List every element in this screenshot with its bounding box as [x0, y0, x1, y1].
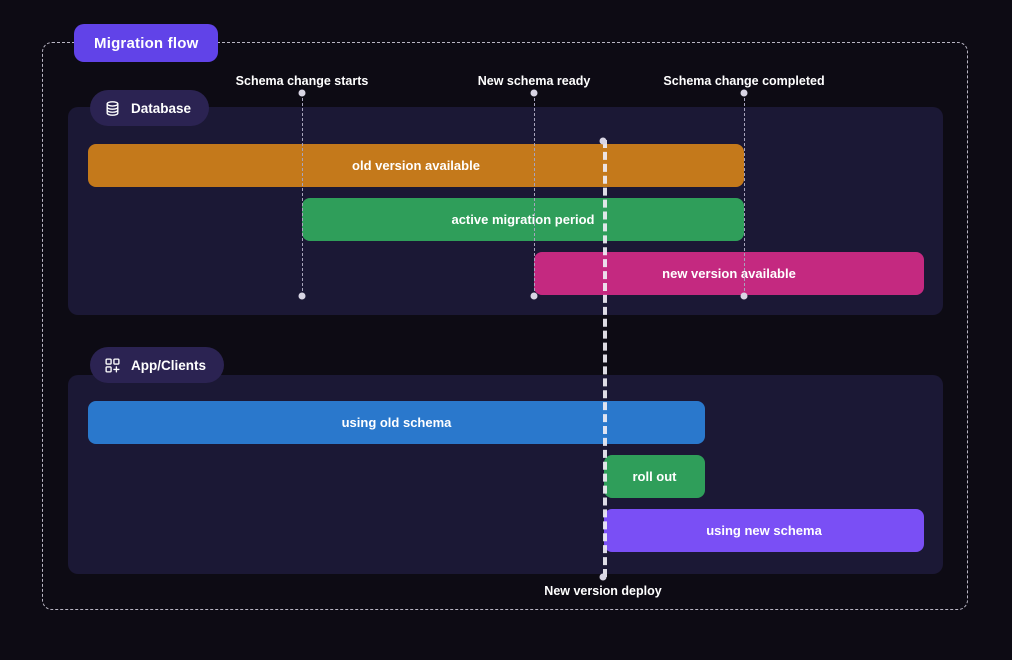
- bar-using-old-schema[interactable]: using old schema: [88, 401, 705, 444]
- database-icon: [104, 100, 121, 117]
- deploy-marker-label: New version deploy: [544, 584, 662, 598]
- milestone-label-schema-change-starts: Schema change starts: [235, 74, 369, 88]
- bar-label-old-version-available: old version available: [352, 158, 480, 173]
- deploy-dot-bottom: [599, 573, 607, 581]
- lane-badge-label-app-clients: App/Clients: [131, 357, 207, 373]
- lane-badge-database: Database: [90, 90, 210, 126]
- milestone-dot-new-schema-ready-top: [530, 89, 538, 97]
- milestone-guide-new-schema-ready: [534, 93, 535, 296]
- bar-label-using-old-schema: using old schema: [341, 415, 452, 430]
- flow-outer-frame: [42, 42, 968, 610]
- milestone-label-new-schema-ready: New schema ready: [477, 74, 591, 88]
- lane-badge-app-clients: App/Clients: [90, 347, 225, 383]
- bar-label-roll-out: roll out: [632, 469, 677, 484]
- deploy-guide-line: [603, 140, 607, 577]
- milestone-dot-schema-change-starts-bottom: [298, 292, 306, 300]
- bar-old-version-available[interactable]: old version available: [88, 144, 744, 187]
- milestone-label-schema-change-completed: Schema change completed: [663, 74, 825, 88]
- bar-using-new-schema[interactable]: using new schema: [604, 509, 924, 552]
- lane-badge-label-database: Database: [131, 100, 192, 116]
- apps-add-icon: [104, 357, 121, 374]
- flow-title-label: Migration flow: [94, 34, 199, 52]
- milestone-guide-schema-change-starts: [302, 93, 303, 296]
- bar-label-new-version-available: new version available: [662, 266, 796, 281]
- milestone-dot-schema-change-starts-top: [298, 89, 306, 97]
- milestone-dot-schema-change-completed-top: [740, 89, 748, 97]
- milestone-guide-schema-change-completed: [744, 93, 745, 296]
- milestone-dot-schema-change-completed-bottom: [740, 292, 748, 300]
- bar-label-using-new-schema: using new schema: [706, 523, 822, 538]
- bar-label-active-migration-period: active migration period: [451, 212, 595, 227]
- milestone-dot-new-schema-ready-bottom: [530, 292, 538, 300]
- bar-active-migration-period[interactable]: active migration period: [302, 198, 744, 241]
- bar-roll-out[interactable]: roll out: [604, 455, 705, 498]
- deploy-dot-top: [599, 137, 607, 145]
- bar-new-version-available[interactable]: new version available: [534, 252, 924, 295]
- flow-title-badge: Migration flow: [74, 24, 219, 62]
